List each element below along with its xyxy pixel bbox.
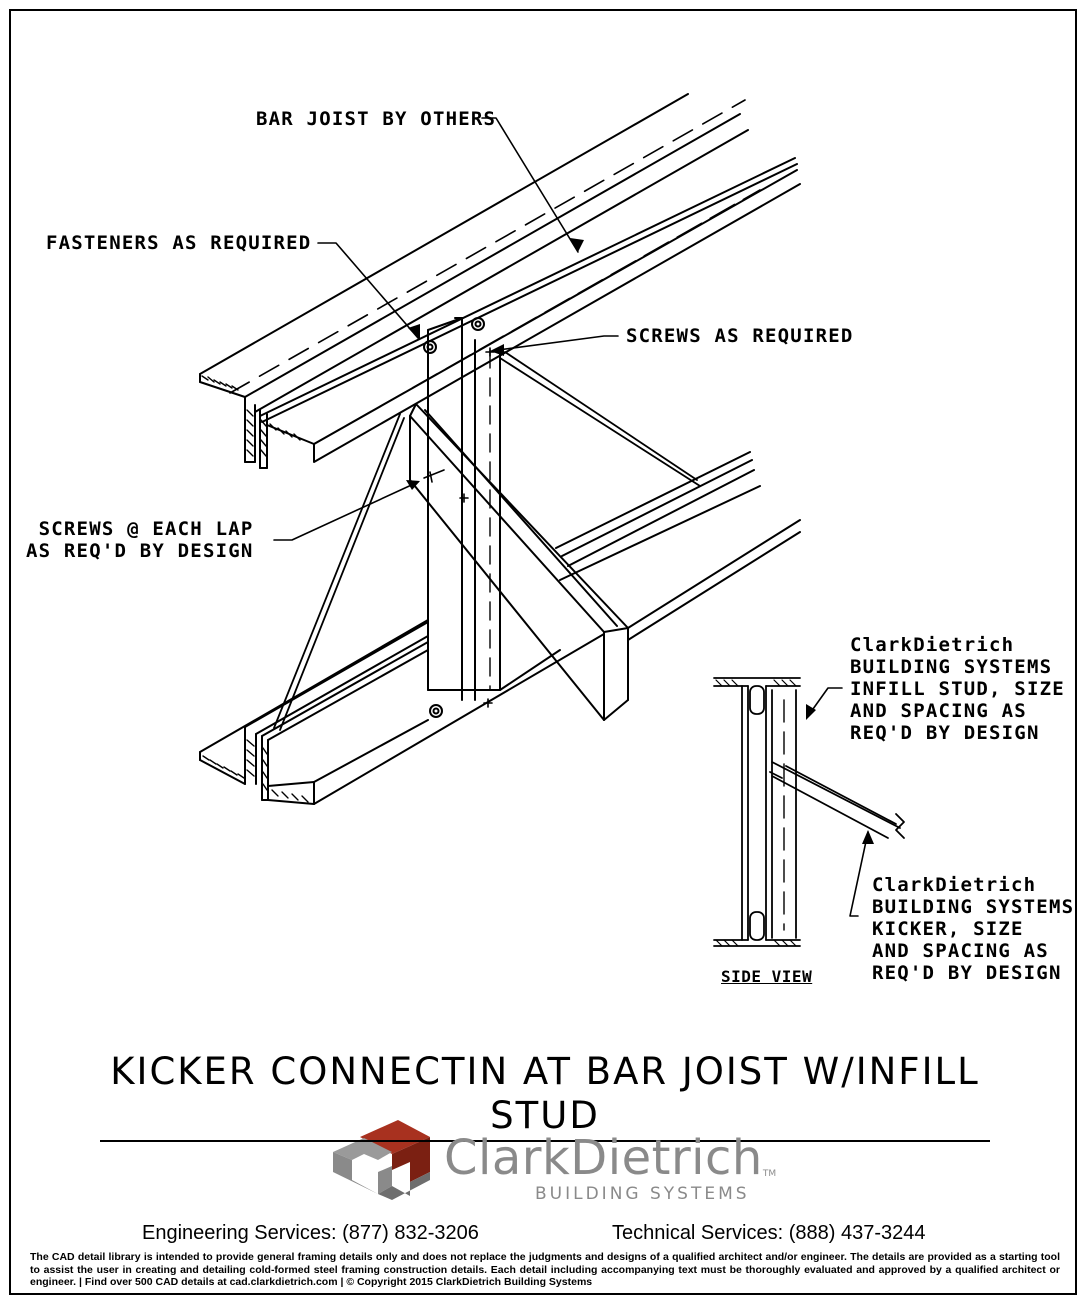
disclaimer-text: The CAD detail library is intended to pr… (30, 1251, 1060, 1288)
drawing-sheet (9, 9, 1077, 1295)
bottom-cut-hatch (202, 739, 309, 803)
brand-name: ClarkDietrichTM (444, 1130, 777, 1186)
infill-stud (427, 317, 501, 701)
logo-gray-left (333, 1152, 392, 1194)
label-bar-joist: BAR JOIST BY OTHERS (256, 108, 497, 130)
label-kicker: ClarkDietrich BUILDING SYSTEMS KICKER, S… (872, 874, 1075, 984)
screw-marks (423, 347, 495, 708)
clarkdietrich-logo-icon (333, 1120, 430, 1200)
side-view-label: SIDE VIEW (721, 967, 813, 986)
logo-gray-top (333, 1138, 392, 1160)
wire-braces (273, 351, 701, 731)
fasteners-top (423, 317, 485, 718)
label-screws-required: SCREWS AS REQUIRED (626, 325, 854, 347)
arrowheads (406, 238, 874, 844)
technical-services: Technical Services: (888) 437-3244 (612, 1222, 926, 1244)
top-bar-joist (199, 93, 801, 469)
kicker (409, 403, 629, 721)
label-infill-stud: ClarkDietrich BUILDING SYSTEMS INFILL ST… (850, 634, 1065, 744)
side-view-hatch (715, 679, 797, 947)
label-screws-lap: SCREWS @ EACH LAP AS REQ'D BY DESIGN (26, 518, 254, 562)
side-view-detail (713, 677, 905, 947)
drawing-title: KICKER CONNECTIN AT BAR JOIST W/INFILL S… (100, 1050, 990, 1142)
label-fasteners: FASTENERS AS REQUIRED (46, 232, 312, 254)
bottom-track (199, 451, 801, 805)
logo-red-side (392, 1137, 430, 1182)
logo-gray-right (378, 1172, 430, 1200)
trademark: TM (762, 1169, 777, 1179)
brand-subtitle: BUILDING SYSTEMS (535, 1184, 750, 1204)
engineering-services: Engineering Services: (877) 832-3206 (142, 1222, 479, 1244)
leader-lines (273, 117, 869, 917)
top-cut-hatch (201, 375, 301, 457)
